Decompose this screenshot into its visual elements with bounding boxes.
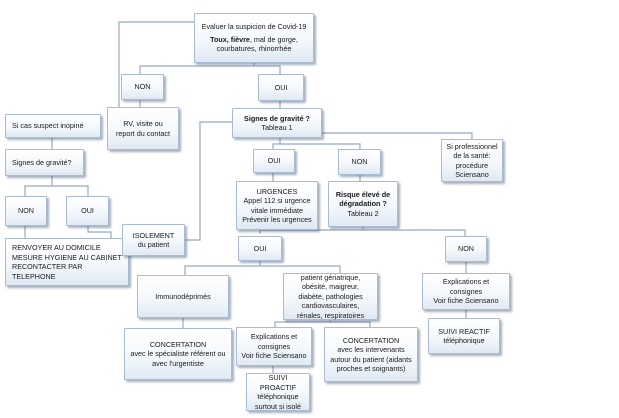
urgences-line3: vitale immédiate: [251, 205, 303, 215]
risque-line2: dégradation ?: [339, 199, 387, 209]
non-left-label: NON: [18, 206, 34, 216]
connector-patient-branches: [274, 321, 371, 327]
renvoyer-box: RENVOYER AU DOMICILE MESURE HYGIENE AU C…: [5, 238, 129, 286]
renvoyer-line3: RECONTACTER PAR TELEPHONE: [12, 262, 83, 281]
suivi-proactif-box: SUIVI PROACTIF téléphonique surtout si i…: [246, 373, 310, 411]
signes-main-box: Signes de gravité ? Tableau 1: [232, 108, 322, 138]
evaluate-symptoms-rest: , mal de gorge,: [249, 34, 298, 44]
concertation-left-line1: avec le spécialiste référent ou: [130, 349, 226, 359]
oui-mid-label: OUI: [267, 156, 281, 166]
evaluate-title: Evaluer la suspicion de Covid-19: [201, 22, 307, 32]
patient-risk-line3: diabète, pathologies: [298, 291, 363, 301]
explications-right-line3: Voir fiche Sciensano: [433, 296, 499, 306]
connector-evaluate-branches: [139, 65, 281, 74]
patient-risk-line1: patient gériatrique,: [300, 272, 361, 282]
professionnel-box: Si professionnel de la santé: procédure …: [441, 139, 503, 182]
non-low-label: NON: [458, 244, 474, 254]
non-left-box: NON: [5, 196, 47, 226]
patient-risk-line5: rénales, respiratoires: [296, 310, 365, 320]
professionnel-line2: de la santé:: [453, 151, 491, 160]
patient-risk-line2: obésité, maigreur,: [301, 282, 360, 292]
non-low-box: NON: [445, 236, 487, 262]
oui-low-label: OUI: [253, 243, 267, 253]
isolement-line2: du patient: [137, 240, 170, 249]
evaluate-suspicion-box: Evaluer la suspicion de Covid-19 Toux, f…: [194, 13, 314, 63]
urgences-line4: Prévenir les urgences: [242, 215, 312, 224]
renvoyer-line2: MESURE HYGIENE AU CABINET: [12, 252, 122, 262]
patient-risk-box: patient gériatrique, obésité, maigreur, …: [283, 273, 378, 320]
explications-mid-line1: Explications et: [250, 332, 298, 342]
isolement-line1: ISOLEMENT: [132, 230, 175, 240]
suivi-proactif-line2: téléphonique: [257, 392, 299, 401]
oui-low-box: OUI: [238, 236, 282, 261]
suivi-proactif-line3: surtout si isolé: [255, 401, 301, 411]
oui-top-box: OUI: [258, 74, 304, 101]
signes-left-label: Signes de gravité?: [12, 157, 72, 167]
concertation-left-title: CONCERTATION: [149, 339, 207, 349]
concertation-right-box: CONCERTATION avec les intervenants autou…: [324, 327, 418, 382]
non-mid-label: NON: [351, 157, 368, 167]
oui-mid-box: OUI: [253, 149, 295, 173]
signes-left-box: Signes de gravité?: [5, 149, 84, 176]
urgences-line2: Appel 112 si urgence: [243, 196, 311, 205]
connector-rv-evaluate: [118, 21, 194, 107]
signes-main-title: Signes de gravité ?: [244, 113, 310, 123]
connector-risque-branches: [259, 229, 466, 236]
oui-top-label: OUI: [274, 82, 288, 92]
urgences-line1: URGENCES: [256, 186, 298, 196]
suivi-proactif-line1: SUIVI PROACTIF: [259, 373, 297, 392]
evaluate-symptoms-bold: Toux, fièvre: [210, 34, 250, 44]
explications-mid-line2: consignes: [257, 341, 291, 351]
connector-oui-low-branches: [184, 265, 341, 275]
rv-line2: report du contact: [116, 128, 170, 138]
suivi-reactif-line2: téléphonique: [443, 336, 485, 345]
risque-line1: Risque élevé de: [335, 189, 391, 199]
isolement-box: ISOLEMENT du patient: [122, 224, 185, 256]
non-top-box: NON: [121, 74, 164, 100]
signes-main-subtitle: Tableau 1: [261, 123, 293, 132]
urgences-box: URGENCES Appel 112 si urgence vitale imm…: [236, 181, 318, 230]
connector-signes-professionnel: [322, 132, 473, 139]
risque-box: Risque élevé de dégradation ? Tableau 2: [328, 181, 398, 227]
professionnel-line1: Si professionnel: [446, 141, 498, 151]
suspect-box: Si cas suspect inopiné: [5, 114, 101, 138]
suivi-reactif-line1: SUIVI REACTIF: [438, 326, 490, 336]
explications-mid-box: Explications et consignes Voir fiche Sci…: [236, 327, 312, 366]
explications-right-box: Explications et consignes Voir fiche Sci…: [422, 273, 510, 310]
evaluate-symptoms-line2: courbatures, rhinorrhée: [216, 44, 292, 54]
suivi-reactif-box: SUIVI REACTIF téléphonique: [428, 318, 500, 354]
immuno-label: Immunodéprimés: [155, 291, 211, 301]
patient-risk-line4: cardiovasculaires,: [301, 301, 360, 311]
rv-box: RV, visite ou report du contact: [107, 107, 179, 150]
professionnel-line4: Sciensano: [455, 170, 489, 179]
immuno-box: Immunodéprimés: [137, 275, 229, 318]
risque-subtitle: Tableau 2: [347, 208, 379, 218]
renvoyer-line1: RENVOYER AU DOMICILE: [12, 243, 101, 252]
concertation-right-line1: avec les intervenants: [337, 345, 405, 354]
connector-signes-branches: [272, 143, 361, 149]
concertation-left-line2: avec l'urgentiste: [152, 358, 204, 368]
oui-left-box: OUI: [66, 196, 109, 226]
connector-isolement-signes: [185, 121, 232, 241]
rv-line1: RV, visite ou: [123, 119, 163, 128]
professionnel-line3: procédure: [455, 160, 489, 170]
concertation-left-box: CONCERTATION avec le spécialiste référen…: [124, 328, 232, 380]
explications-right-line1: Explications et: [442, 277, 490, 287]
concertation-right-title: CONCERTATION: [342, 335, 400, 345]
explications-mid-line3: Voir fiche Sciensano: [241, 351, 307, 361]
explications-right-line2: consignes: [449, 286, 483, 296]
concertation-right-line3: proches et soignants): [336, 364, 406, 373]
non-mid-box: NON: [338, 149, 381, 175]
oui-left-label: OUI: [81, 206, 94, 216]
concertation-right-line2: autour du patient (aidants: [330, 354, 412, 364]
connector-signes-left-branches: [24, 185, 89, 196]
suspect-label: Si cas suspect inopiné: [12, 121, 84, 131]
non-top-label: NON: [134, 82, 151, 92]
